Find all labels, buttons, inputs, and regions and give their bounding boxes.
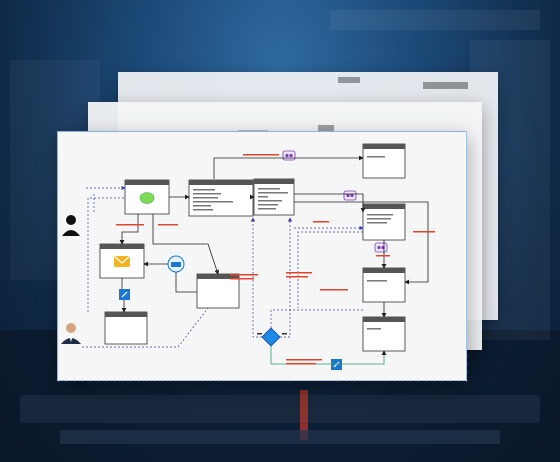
node-top-right[interactable] — [362, 143, 406, 179]
node-list-2[interactable] — [253, 178, 295, 216]
node-email[interactable] — [99, 243, 145, 279]
phone-icon[interactable] — [167, 255, 185, 273]
diagram-canvas — [57, 131, 468, 382]
integration-icon-2[interactable] — [343, 190, 357, 201]
integration-icon-1[interactable] — [282, 150, 296, 161]
solid-connectors — [119, 155, 429, 318]
user-icon — [62, 215, 80, 236]
node-right-2[interactable] — [362, 203, 406, 241]
flow-diagram — [58, 132, 468, 382]
person-avatar — [61, 323, 81, 344]
node-bottom-left[interactable] — [104, 311, 148, 345]
dashed-connectors — [82, 185, 364, 348]
envelope-icon — [113, 255, 131, 267]
annotation-marks — [116, 154, 435, 365]
node-list-1[interactable] — [188, 179, 254, 217]
node-right-3[interactable] — [362, 267, 406, 303]
integration-icon-3[interactable] — [374, 242, 388, 253]
decision-branch-marks — [257, 333, 287, 335]
node-right-4[interactable] — [362, 316, 406, 352]
link-badge-2[interactable] — [331, 359, 342, 370]
outcome-connector — [270, 346, 387, 365]
node-start[interactable] — [124, 179, 170, 215]
start-event — [139, 192, 155, 204]
link-badge-1[interactable] — [119, 289, 130, 300]
